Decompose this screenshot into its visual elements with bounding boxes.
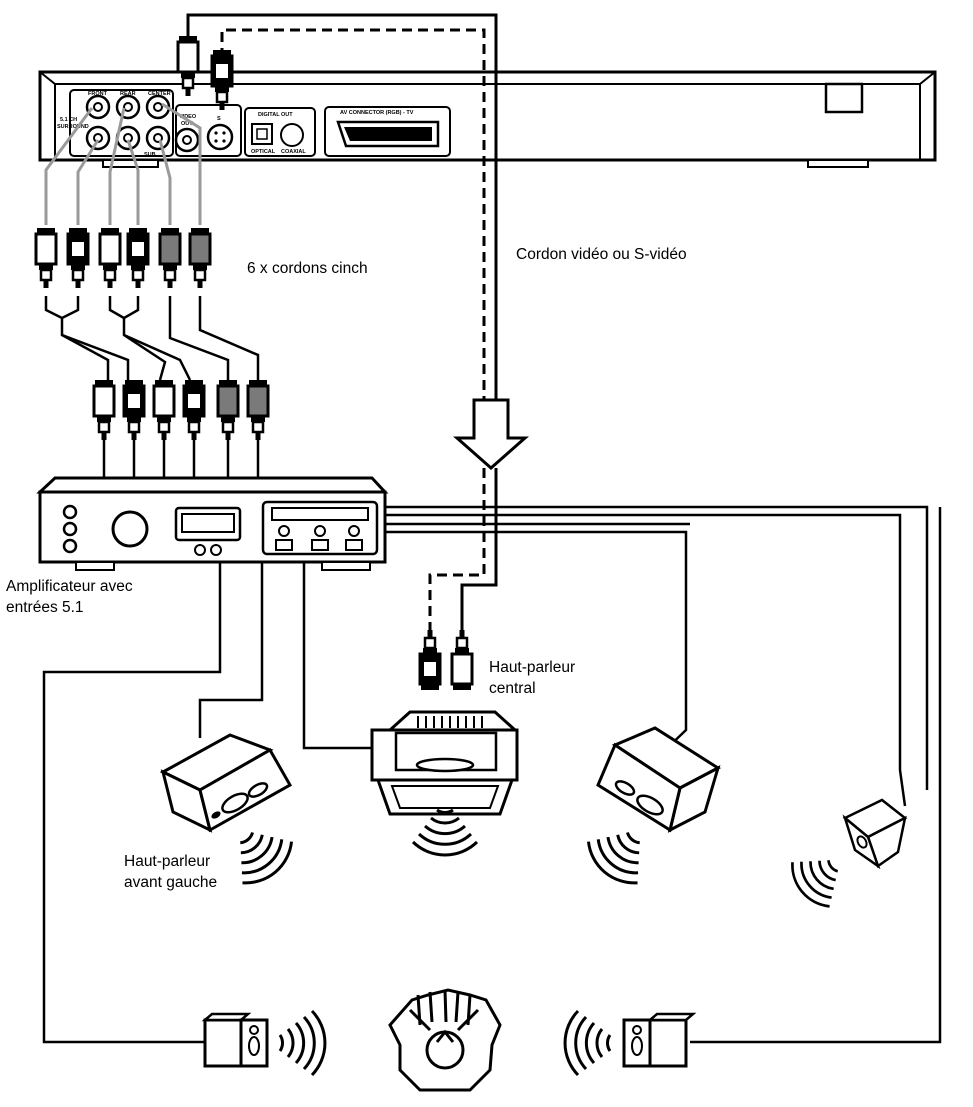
front-left-label-line2: avant gauche: [124, 874, 218, 891]
s-video-label: S: [217, 116, 221, 122]
center-speaker-label-line1: Haut-parleur: [489, 659, 576, 676]
front-jack-label: FRONT: [88, 91, 108, 97]
amplifier-label-line1: Amplificateur avec: [6, 578, 133, 595]
cinch-cables-label: 6 x cordons cinch: [247, 260, 368, 277]
sub-jack-label: SUB: [144, 152, 156, 158]
amplifier: [36, 476, 389, 571]
video-out-label-1: VIDEO: [179, 114, 197, 120]
surround-label-2: SURROUND: [57, 124, 89, 130]
digital-out-label: DIGITAL OUT: [258, 112, 293, 118]
av-connector-label: AV CONNECTOR (RGB) - TV: [340, 110, 414, 116]
rear-right-bottom-speaker: [563, 1009, 697, 1077]
rear-right-speaker: [782, 798, 908, 916]
front-left-speaker: [159, 733, 302, 895]
rear-jack-label: REAR: [120, 91, 136, 97]
video-cable: [176, 13, 529, 692]
rear-left-speaker: [201, 1009, 327, 1077]
speaker-wires: [42, 505, 942, 1044]
dvd-player: FRONT REAR CENTER 5.1 CH SURROUND SUB VI…: [38, 70, 937, 168]
video-out-label-2: OUT: [181, 121, 193, 127]
coaxial-label: COAXIAL: [281, 149, 306, 155]
surround-label-1: 5.1 CH: [60, 117, 77, 123]
video-cable-label: Cordon vidéo ou S-vidéo: [516, 246, 687, 263]
center-jack-label: CENTER: [148, 91, 171, 97]
front-left-label-line1: Haut-parleur: [124, 853, 211, 870]
amplifier-label-line2: entrées 5.1: [6, 599, 84, 616]
optical-label: OPTICAL: [251, 149, 276, 155]
center-speaker-label-line2: central: [489, 680, 536, 697]
front-right-speaker: [578, 726, 721, 895]
listener-icon: [388, 988, 502, 1092]
cinch-cables: [34, 102, 270, 478]
center-speaker: [370, 710, 519, 857]
